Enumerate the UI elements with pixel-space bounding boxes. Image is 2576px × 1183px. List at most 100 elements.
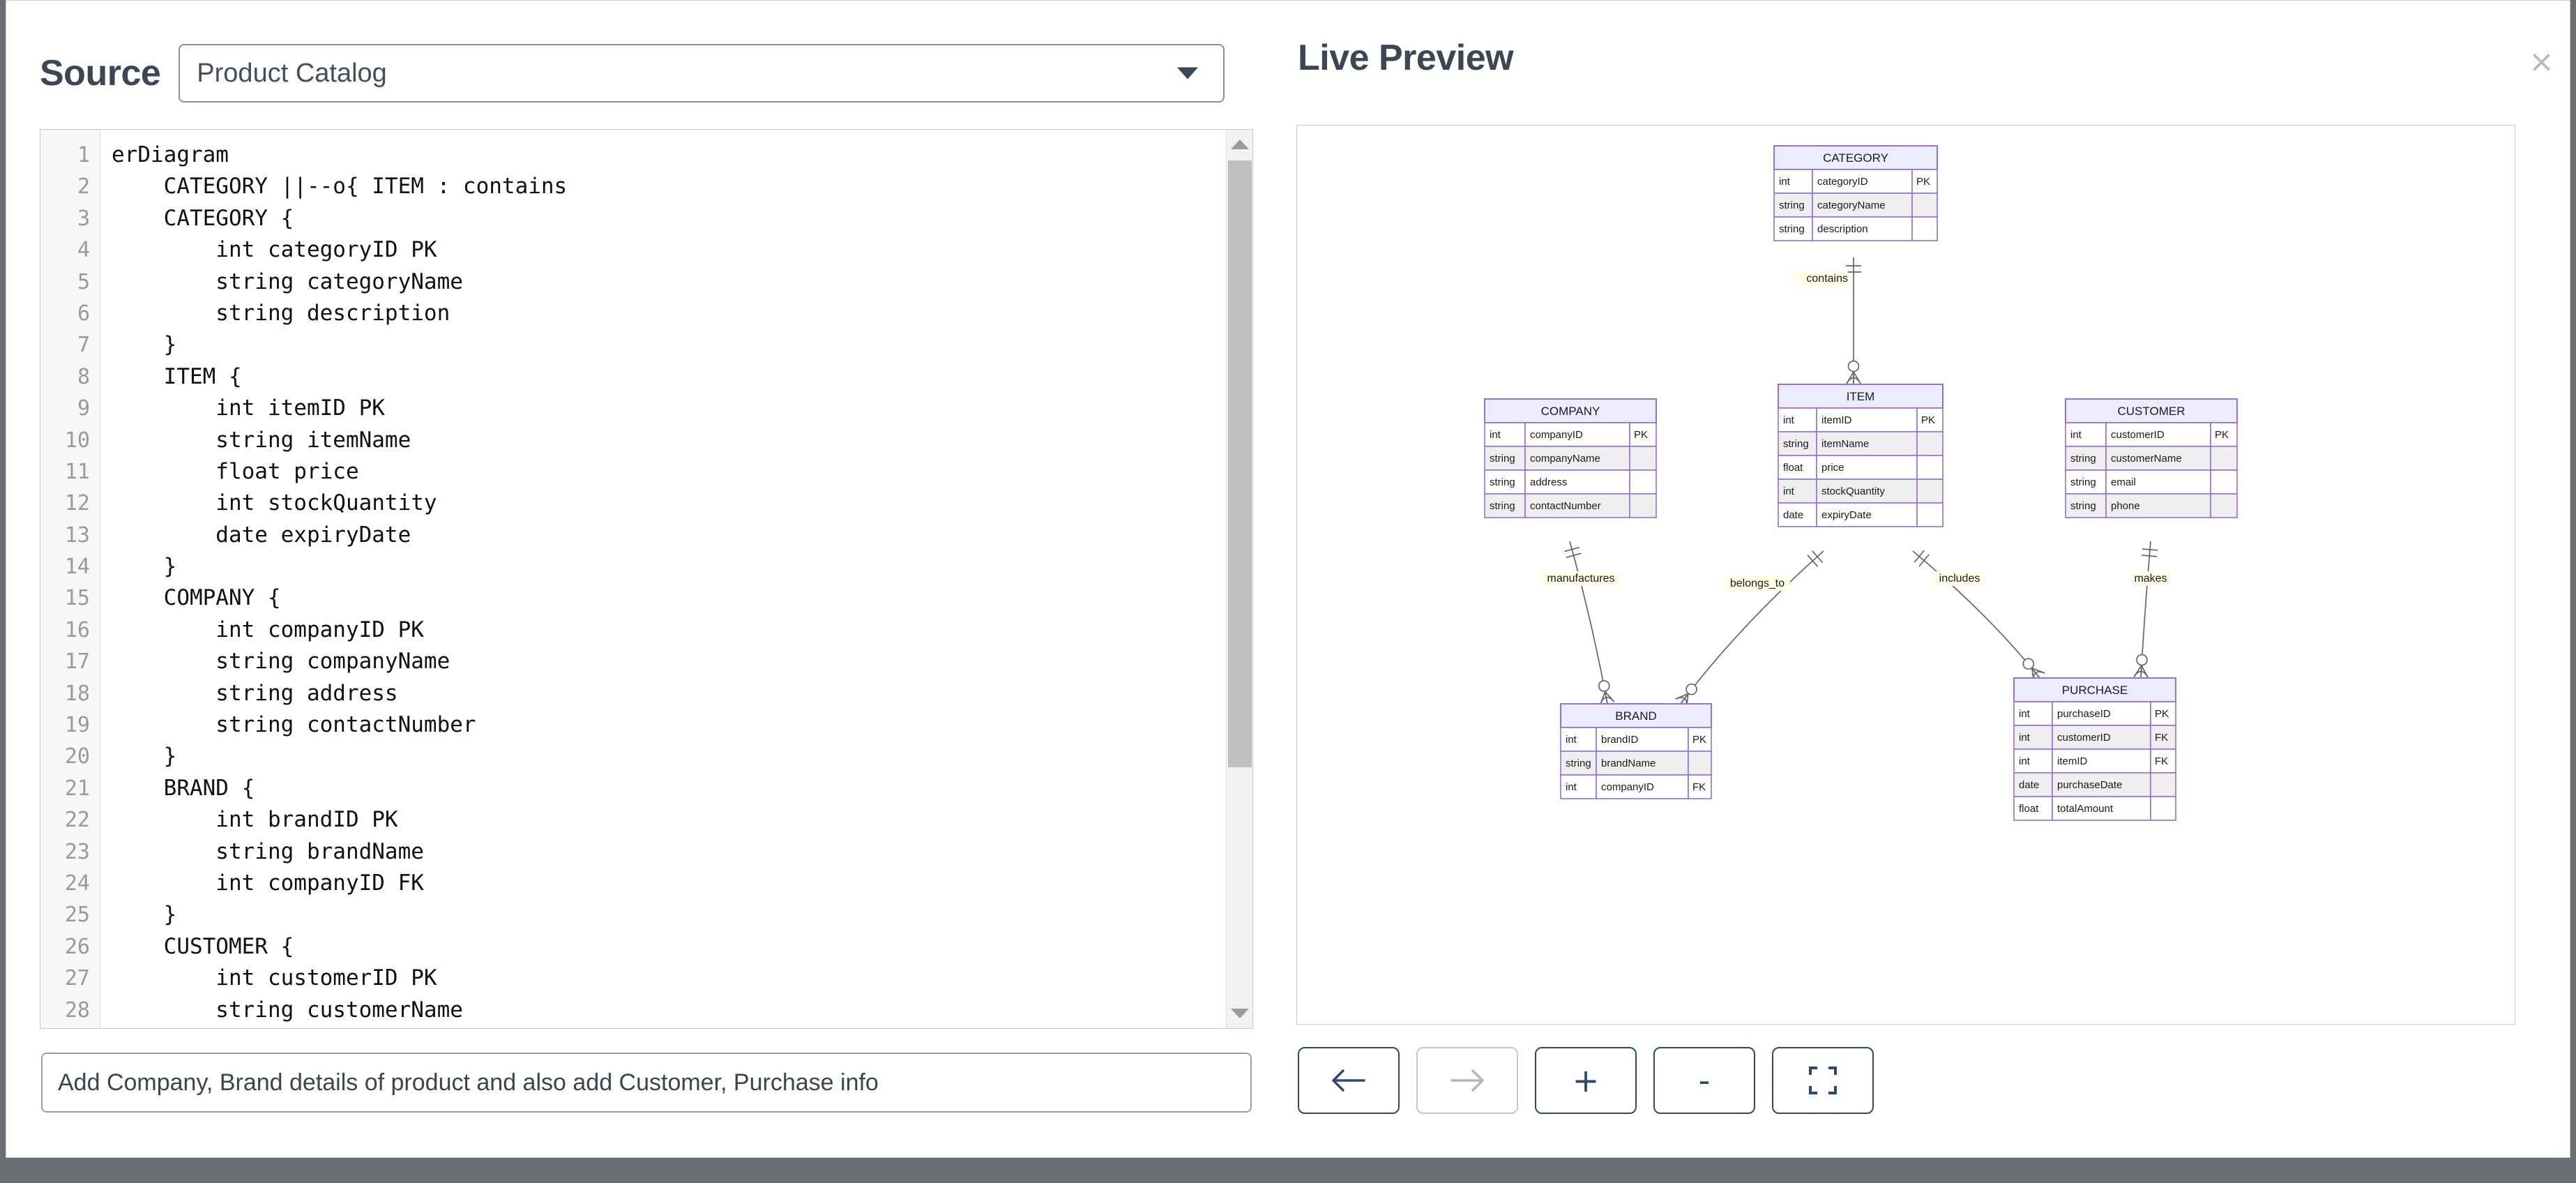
line-number: 23: [64, 839, 90, 864]
code-line: float price: [112, 458, 359, 484]
line-number: 19: [64, 713, 90, 738]
line-number: 14: [64, 555, 90, 580]
attribute-name: companyID: [1601, 781, 1654, 793]
attribute-type: string: [1779, 223, 1805, 235]
attribute-type: int: [2019, 755, 2031, 767]
prompt-input[interactable]: Add Company, Brand details of product an…: [41, 1053, 1252, 1113]
zoom-out-button[interactable]: -: [1653, 1047, 1755, 1114]
close-icon[interactable]: ×: [2529, 44, 2554, 80]
chevron-down-icon: [1177, 67, 1199, 80]
editor-vertical-scrollbar[interactable]: [1226, 130, 1252, 1028]
fit-to-screen-icon: [1809, 1067, 1837, 1094]
attribute-name: customerName: [2111, 453, 2182, 465]
attribute-key: PK: [1634, 429, 1648, 441]
attribute-name: description: [1817, 223, 1868, 235]
relationship-label: belongs_to: [1730, 578, 1785, 589]
line-number: 10: [64, 428, 90, 453]
attribute-key: PK: [2155, 708, 2169, 720]
preview-toolbar: +-: [1298, 1047, 1874, 1114]
attribute-key: PK: [1692, 734, 1706, 746]
code-line: int brandID PK: [112, 807, 398, 833]
line-number: 28: [64, 997, 90, 1023]
entity-attribute-row: string email: [2065, 469, 2238, 495]
relationship-label-bg: [1725, 576, 1790, 591]
relationship-label-bg: [1542, 571, 1620, 586]
code-line: int companyID FK: [112, 870, 424, 896]
attribute-name: stockQuantity: [1821, 485, 1885, 497]
source-dropdown-value: Product Catalog: [197, 58, 387, 88]
code-line: int stockQuantity: [112, 490, 437, 516]
line-number: 22: [64, 808, 90, 833]
entity-title: PURCHASE: [2062, 684, 2128, 697]
code-text-area[interactable]: erDiagram CATEGORY ||--o{ ITEM : contain…: [100, 130, 1252, 1028]
attribute-key: FK: [2155, 755, 2168, 767]
attribute-type: date: [1783, 509, 1803, 521]
attribute-name: email: [2111, 476, 2136, 488]
line-number: 3: [77, 206, 90, 231]
line-number: 24: [64, 871, 90, 896]
code-line: BRAND {: [112, 775, 255, 801]
minus-icon: -: [1698, 1062, 1711, 1099]
line-number: 4: [77, 238, 90, 263]
scrollbar-thumb[interactable]: [1228, 160, 1252, 767]
attribute-name: companyName: [1530, 453, 1600, 465]
attribute-type: string: [2070, 476, 2096, 488]
arrow-right-icon: [1450, 1069, 1484, 1092]
attribute-type: string: [1490, 453, 1515, 465]
relationship-belongs_to: belongs_to: [1675, 550, 1824, 708]
zoom-in-button[interactable]: +: [1535, 1047, 1637, 1114]
line-number: 27: [64, 966, 90, 991]
attribute-type: int: [1783, 485, 1795, 497]
line-number: 11: [64, 459, 90, 484]
attribute-type: string: [2070, 453, 2096, 465]
line-number: 5: [77, 269, 90, 294]
relationship-label: makes: [2134, 573, 2167, 585]
line-number: 18: [64, 681, 90, 706]
code-line: }: [112, 554, 177, 580]
line-number: 2: [77, 174, 90, 199]
line-number: 21: [64, 776, 90, 801]
attribute-name: itemName: [1821, 438, 1869, 450]
entity-attribute-row: int stockQuantity: [1778, 479, 1944, 504]
entity-title: CUSTOMER: [2118, 405, 2185, 418]
undo-button[interactable]: [1298, 1047, 1400, 1114]
attribute-type: string: [1566, 758, 1591, 769]
scroll-up-arrow-icon[interactable]: [1230, 140, 1249, 149]
entity-title: COMPANY: [1541, 405, 1600, 418]
line-number: 12: [64, 491, 90, 516]
entity-title: CATEGORY: [1823, 151, 1888, 165]
relationship-label-bg: [1794, 271, 1848, 286]
attribute-type: int: [2019, 732, 2031, 744]
attribute-type: string: [1779, 199, 1805, 211]
attribute-name: categoryID: [1817, 176, 1868, 188]
attribute-name: contactNumber: [1530, 500, 1601, 512]
desktop-background-strip: [0, 1159, 2576, 1183]
entity-attribute-row: string companyName: [1484, 446, 1657, 471]
source-dropdown[interactable]: Product Catalog: [179, 44, 1225, 103]
line-number: 1: [77, 143, 90, 167]
entity-attribute-row: string description: [1773, 216, 1938, 241]
line-number: 8: [77, 364, 90, 389]
attribute-key: PK: [1916, 176, 1930, 188]
attribute-type: int: [1566, 781, 1577, 793]
scroll-down-arrow-icon[interactable]: [1230, 1009, 1249, 1018]
fit-screen-button[interactable]: [1772, 1047, 1874, 1114]
attribute-type: string: [1783, 438, 1809, 450]
